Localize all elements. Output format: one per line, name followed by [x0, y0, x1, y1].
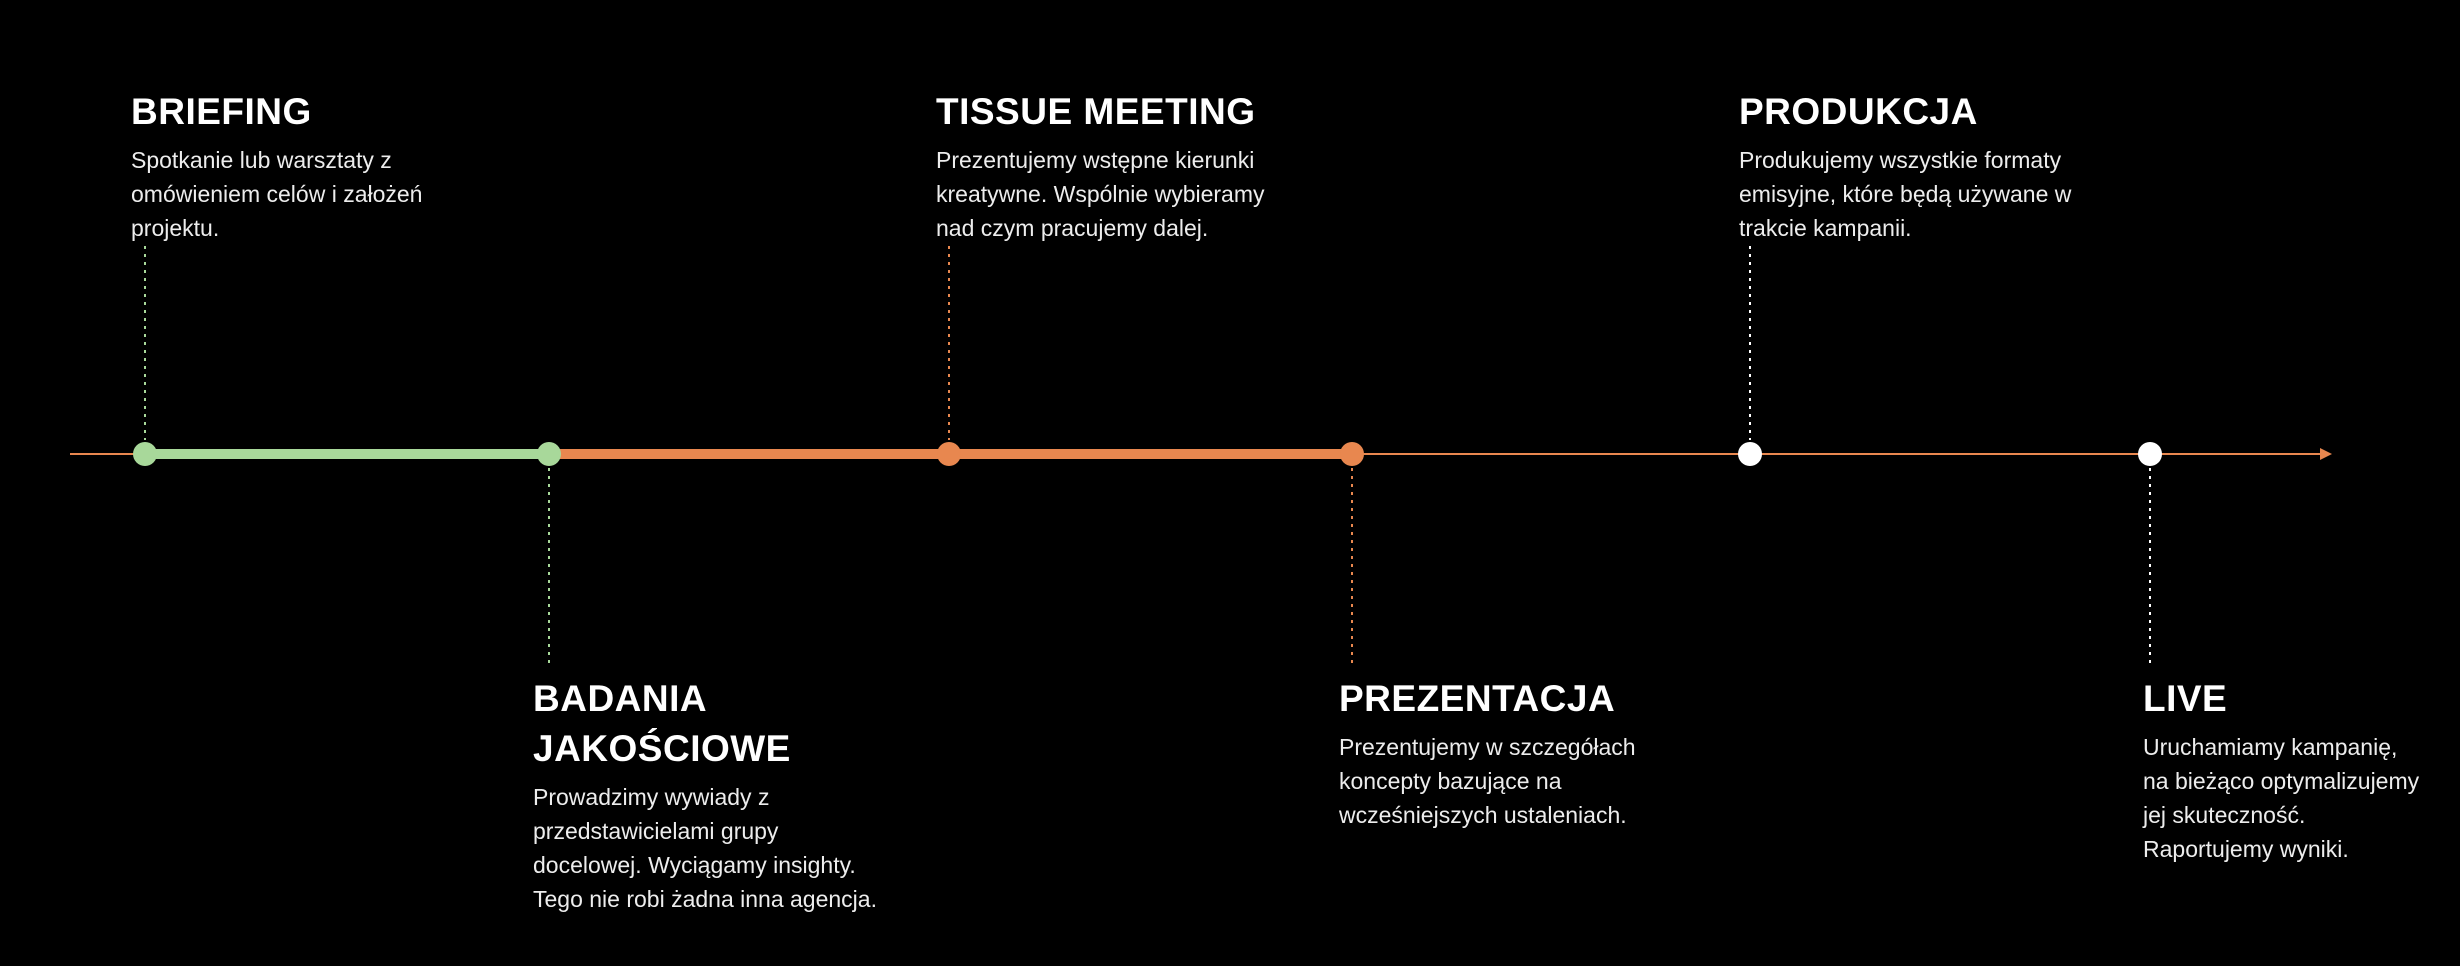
step-description-line: projektu. [131, 215, 220, 241]
step-tissue-meeting: TISSUE MEETING Prezentujemy wstępne kier… [936, 87, 1376, 245]
step-description-line: przedstawicielami grupy [533, 818, 779, 844]
step-title: BADANIA JAKOŚCIOWE [533, 674, 973, 774]
step-description-line: nad czym pracujemy dalej. [936, 215, 1209, 241]
step-prezentacja: PREZENTACJA Prezentujemy w szczegółach ko… [1339, 674, 1779, 832]
timeline-arrowhead [2320, 448, 2332, 460]
step-briefing: BRIEFING Spotkanie lub warsztaty z omówie… [131, 87, 571, 245]
step-description-line: omówieniem celów i założeń [131, 181, 423, 207]
marker-live [2138, 442, 2162, 466]
step-title-line: PRODUKCJA [1739, 91, 1978, 132]
step-description-line: na bieżąco optymalizujemy [2143, 768, 2420, 794]
step-description-line: Uruchamiamy kampanię, [2143, 734, 2398, 760]
step-description-line: docelowej. Wyciągamy insighty. [533, 852, 856, 878]
marker-badania [537, 442, 561, 466]
marker-briefing [133, 442, 157, 466]
step-description-line: emisyjne, które będą używane w [1739, 181, 2072, 207]
step-description-line: Spotkanie lub warsztaty z [131, 147, 392, 173]
step-title: TISSUE MEETING [936, 87, 1376, 137]
step-description-line: Prowadzimy wywiady z [533, 784, 770, 810]
step-title: LIVE [2143, 674, 2460, 724]
step-title: BRIEFING [131, 87, 571, 137]
step-title-line: JAKOŚCIOWE [533, 728, 791, 769]
step-description: Prezentujemy wstępne kierunki kreatywne. … [936, 143, 1376, 245]
marker-prezentacja [1340, 442, 1364, 466]
step-description-line: wcześniejszych ustaleniach. [1339, 802, 1627, 828]
step-description-line: koncepty bazujące na [1339, 768, 1562, 794]
step-title-line: BADANIA [533, 678, 708, 719]
step-description: Prowadzimy wywiady z przedstawicielami gr… [533, 780, 973, 916]
marker-tissue [937, 442, 961, 466]
step-produkcja: PRODUKCJA Produkujemy wszystkie formaty e… [1739, 87, 2179, 245]
step-badania-jakosciowe: BADANIA JAKOŚCIOWE Prowadzimy wywiady z pr… [533, 674, 973, 916]
step-title: PRODUKCJA [1739, 87, 2179, 137]
step-description: Prezentujemy w szczegółach koncepty bazuj… [1339, 730, 1779, 832]
step-description-line: Prezentujemy w szczegółach [1339, 734, 1636, 760]
step-description-line: Produkujemy wszystkie formaty [1739, 147, 2062, 173]
step-description-line: Tego nie robi żadna inna agencja. [533, 886, 877, 912]
step-description-line: kreatywne. Wspólnie wybieramy [936, 181, 1265, 207]
step-title-line: PREZENTACJA [1339, 678, 1616, 719]
step-description: Spotkanie lub warsztaty z omówieniem celó… [131, 143, 571, 245]
step-title-line: TISSUE MEETING [936, 91, 1256, 132]
step-live: LIVE Uruchamiamy kampanię, na bieżąco opt… [2143, 674, 2460, 866]
step-title: PREZENTACJA [1339, 674, 1779, 724]
step-title-line: LIVE [2143, 678, 2228, 719]
step-description-line: Prezentujemy wstępne kierunki [936, 147, 1255, 173]
step-title-line: BRIEFING [131, 91, 312, 132]
step-description-line: jej skuteczność. [2143, 802, 2306, 828]
step-description: Produkujemy wszystkie formaty emisyjne, k… [1739, 143, 2179, 245]
step-description-line: trakcie kampanii. [1739, 215, 1912, 241]
step-description-line: Raportujemy wyniki. [2143, 836, 2349, 862]
step-description: Uruchamiamy kampanię, na bieżąco optymali… [2143, 730, 2460, 866]
marker-produkcja [1738, 442, 1762, 466]
